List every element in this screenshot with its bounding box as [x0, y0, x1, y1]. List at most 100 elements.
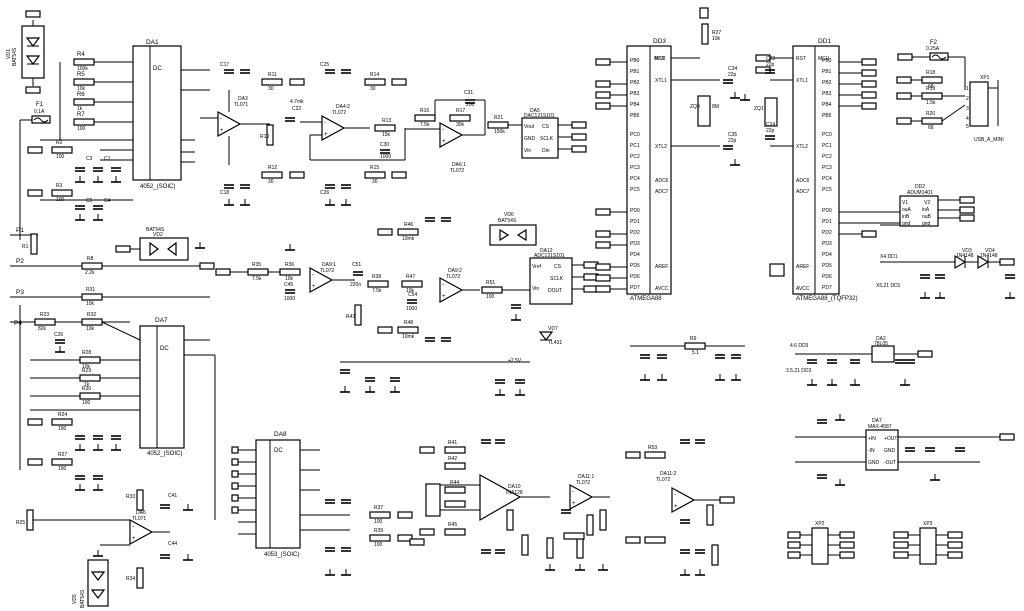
svg-text:ATMEGA88: ATMEGA88	[630, 296, 662, 302]
svg-text:4052_(SOIC): 4052_(SOIC)	[147, 451, 182, 457]
svg-text:8M: 8M	[712, 104, 719, 110]
svg-text:XP2: XP2	[815, 521, 825, 527]
svg-text:XP3: XP3	[923, 521, 933, 527]
ref-vd7: VD7 TL431	[494, 326, 562, 396]
svg-text:5: 5	[966, 124, 969, 130]
svg-text:PB2: PB2	[630, 80, 640, 86]
svg-text:V2: V2	[924, 200, 930, 206]
diode-vd6: VD6 BAT54S	[489, 212, 537, 246]
svg-text:Vin: Vin	[532, 286, 539, 292]
svg-text:DA6: DA6	[136, 510, 146, 516]
svg-text:2: 2	[966, 96, 969, 102]
svg-text:22p: 22p	[766, 62, 775, 68]
svg-text:R29: R29	[82, 368, 91, 374]
ic-da1-ref: DA1	[146, 39, 159, 46]
svg-text:1N4148: 1N4148	[980, 253, 998, 259]
svg-text:30k: 30k	[456, 122, 465, 128]
svg-text:DA12: DA12	[540, 248, 553, 254]
diode-vd2: VD2 BAT54S	[115, 227, 206, 261]
ic-da1: DA1 4052_(SOIC) DC	[132, 39, 182, 190]
svg-text:100: 100	[58, 426, 67, 432]
svg-text:BAT54S: BAT54S	[80, 589, 86, 608]
svg-text:68: 68	[928, 84, 934, 90]
svg-text:C23: C23	[766, 56, 775, 62]
svg-text:7.5k: 7.5k	[252, 276, 262, 282]
svg-text:inA: inA	[922, 207, 930, 213]
svg-text:PD7: PD7	[630, 285, 640, 291]
svg-text:PC2: PC2	[630, 154, 640, 160]
svg-text:C1: C1	[104, 156, 111, 162]
svg-text:RST: RST	[796, 56, 806, 62]
svg-text:200: 200	[466, 102, 475, 108]
svg-text:-OUT: -OUT	[884, 460, 896, 466]
svg-text:+2.5V: +2.5V	[508, 358, 522, 364]
svg-text:C4: C4	[104, 198, 111, 204]
svg-text:DD1: DD1	[818, 38, 831, 45]
svg-text:AREF: AREF	[655, 264, 668, 270]
svg-text:F1: F1	[36, 102, 44, 108]
svg-text:TL072: TL072	[656, 477, 670, 483]
svg-text:DA11:2: DA11:2	[660, 471, 677, 477]
svg-text:R37: R37	[374, 505, 383, 511]
svg-text:PD4: PD4	[822, 252, 832, 258]
svg-text:TL072: TL072	[446, 274, 460, 280]
svg-text:VD4: VD4	[985, 248, 995, 254]
connector-p1: P1 R1	[10, 227, 38, 255]
svg-text:R42: R42	[448, 456, 457, 462]
svg-text:3: 3	[966, 106, 969, 112]
svg-text:15k: 15k	[382, 132, 391, 138]
svg-text:82k: 82k	[38, 326, 47, 332]
svg-text:R17: R17	[456, 108, 465, 114]
svg-text:DD2: DD2	[915, 184, 925, 190]
svg-text:XTL1: XTL1	[796, 78, 808, 84]
svg-text:Vin: Vin	[524, 148, 531, 154]
svg-text:PD5: PD5	[822, 263, 832, 269]
svg-text:DA7: DA7	[872, 418, 882, 424]
svg-text:PD1: PD1	[822, 219, 832, 225]
svg-text:PD7: PD7	[822, 285, 832, 291]
svg-text:DOUT: DOUT	[548, 288, 562, 294]
svg-text:AVCC: AVCC	[655, 286, 669, 292]
svg-text:100: 100	[58, 466, 67, 472]
svg-text:4: 4	[966, 116, 969, 122]
svg-text:R8: R8	[87, 256, 94, 262]
svg-text:MAX-4587: MAX-4587	[868, 424, 892, 430]
svg-text:PC5: PC5	[822, 187, 832, 193]
svg-text:PC5: PC5	[630, 187, 640, 193]
svg-text:R33: R33	[126, 494, 135, 500]
svg-text:SCLK: SCLK	[540, 136, 554, 142]
svg-text:DA11:1: DA11:1	[578, 474, 595, 480]
svg-text:PD0: PD0	[822, 208, 832, 214]
svg-text:GND: GND	[884, 448, 896, 454]
svg-text:PD1: PD1	[630, 219, 640, 225]
svg-text:C18: C18	[220, 190, 229, 196]
svg-text:4053_(SOIC): 4053_(SOIC)	[264, 552, 299, 558]
svg-text:+OUT: +OUT	[884, 436, 897, 442]
svg-text:INA128: INA128	[506, 490, 523, 496]
svg-text:1.5k: 1.5k	[926, 100, 936, 106]
svg-text:P1: P1	[16, 227, 24, 234]
svg-text:R38: R38	[372, 274, 381, 280]
svg-text:30: 30	[268, 86, 274, 92]
svg-text:C25: C25	[320, 62, 329, 68]
svg-text:DAC121S101: DAC121S101	[524, 113, 555, 119]
svg-text:TL431: TL431	[548, 340, 562, 346]
svg-text:TL072: TL072	[320, 268, 334, 274]
svg-text:P4: P4	[14, 320, 22, 327]
svg-text:PD5: PD5	[630, 263, 640, 269]
svg-text:R13: R13	[382, 118, 391, 124]
svg-text:5.1: 5.1	[692, 350, 699, 356]
